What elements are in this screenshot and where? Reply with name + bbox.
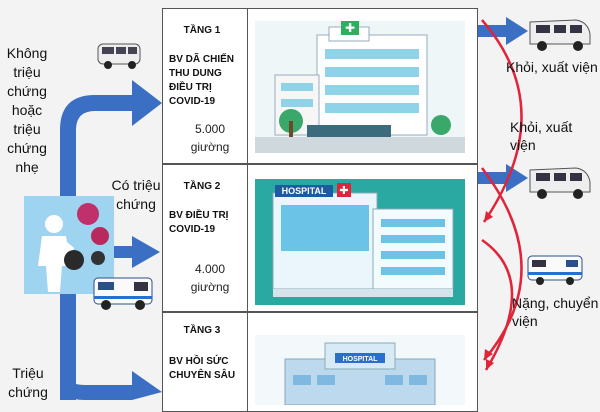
left-arrow-tier3	[60, 300, 162, 400]
tier-3-box: TẦNG 3 BV HỒI SỨC CHUYÊN SÂU HOSPITAL	[162, 312, 478, 412]
tier-1-box: TẦNG 1 BV DÃ CHIẾN THU DUNG ĐIỀU TRỊ COV…	[162, 8, 478, 164]
tier-3-divider	[247, 313, 248, 411]
hospital-image: HOSPITAL ✚	[255, 179, 465, 305]
red-arrow-3	[481, 238, 514, 371]
mild-symptom-text: Không triệu chứng hoặc triệu chứng nhẹ	[6, 45, 48, 175]
discharge-van-icon-2	[529, 167, 591, 199]
left-arrow-tier2	[96, 236, 160, 268]
tier-2-name: BV ĐIỀU TRỊ COVID-19	[169, 210, 229, 235]
van-icon	[97, 43, 141, 69]
transfer-text: Nặng, chuyển viện	[512, 295, 599, 329]
symptom-text: Có triệu chứng	[111, 177, 161, 212]
transfer-ambulance-icon	[527, 255, 583, 285]
flow-arrows	[60, 17, 528, 400]
svg-text:✚: ✚	[339, 185, 348, 197]
patient-virus-image	[24, 196, 114, 294]
ambulance-icon	[93, 277, 153, 310]
tier-2-beds-num: 4.000	[194, 262, 226, 276]
tier-3-name: BV HỒI SỨC CHUYÊN SÂU	[169, 356, 236, 381]
severe-symptom-text: Triệu chứng	[8, 365, 48, 400]
left-arrow-stem	[60, 80, 162, 400]
svg-text:✚: ✚	[345, 21, 355, 35]
tier-1-divider	[247, 9, 248, 163]
tier-2-box: TẦNG 2 BV ĐIỀU TRỊ COVID-19 4.000 giường…	[162, 164, 478, 312]
tier-1-beds-unit: giường	[190, 140, 230, 154]
tier-2-beds-unit: giường	[190, 280, 230, 294]
tier-1-beds-num: 5.000	[194, 122, 226, 136]
tier-2-label: TẦNG 2	[183, 181, 221, 192]
tier-3-label: TẦNG 3	[183, 325, 221, 336]
discharge-text-2: Khỏi, xuất viện	[510, 119, 573, 153]
icu-hospital-image: HOSPITAL	[255, 335, 465, 405]
tier-1-label: TẦNG 1	[183, 25, 221, 36]
icu-hospital-sign: HOSPITAL	[343, 356, 379, 363]
field-hospital-image: ✚	[255, 21, 465, 153]
red-arrow-2	[481, 167, 523, 361]
right-arrow-1	[478, 17, 528, 45]
tier-2-divider	[247, 165, 248, 311]
hospital-sign: HOSPITAL	[282, 186, 327, 196]
discharge-text-1: Khỏi, xuất viện	[506, 59, 598, 75]
discharge-van-icon-1	[529, 19, 591, 51]
right-arrow-2	[478, 164, 528, 192]
tier-1-name: BV DÃ CHIẾN THU DUNG ĐIỀU TRỊ COVID-19	[169, 54, 235, 107]
